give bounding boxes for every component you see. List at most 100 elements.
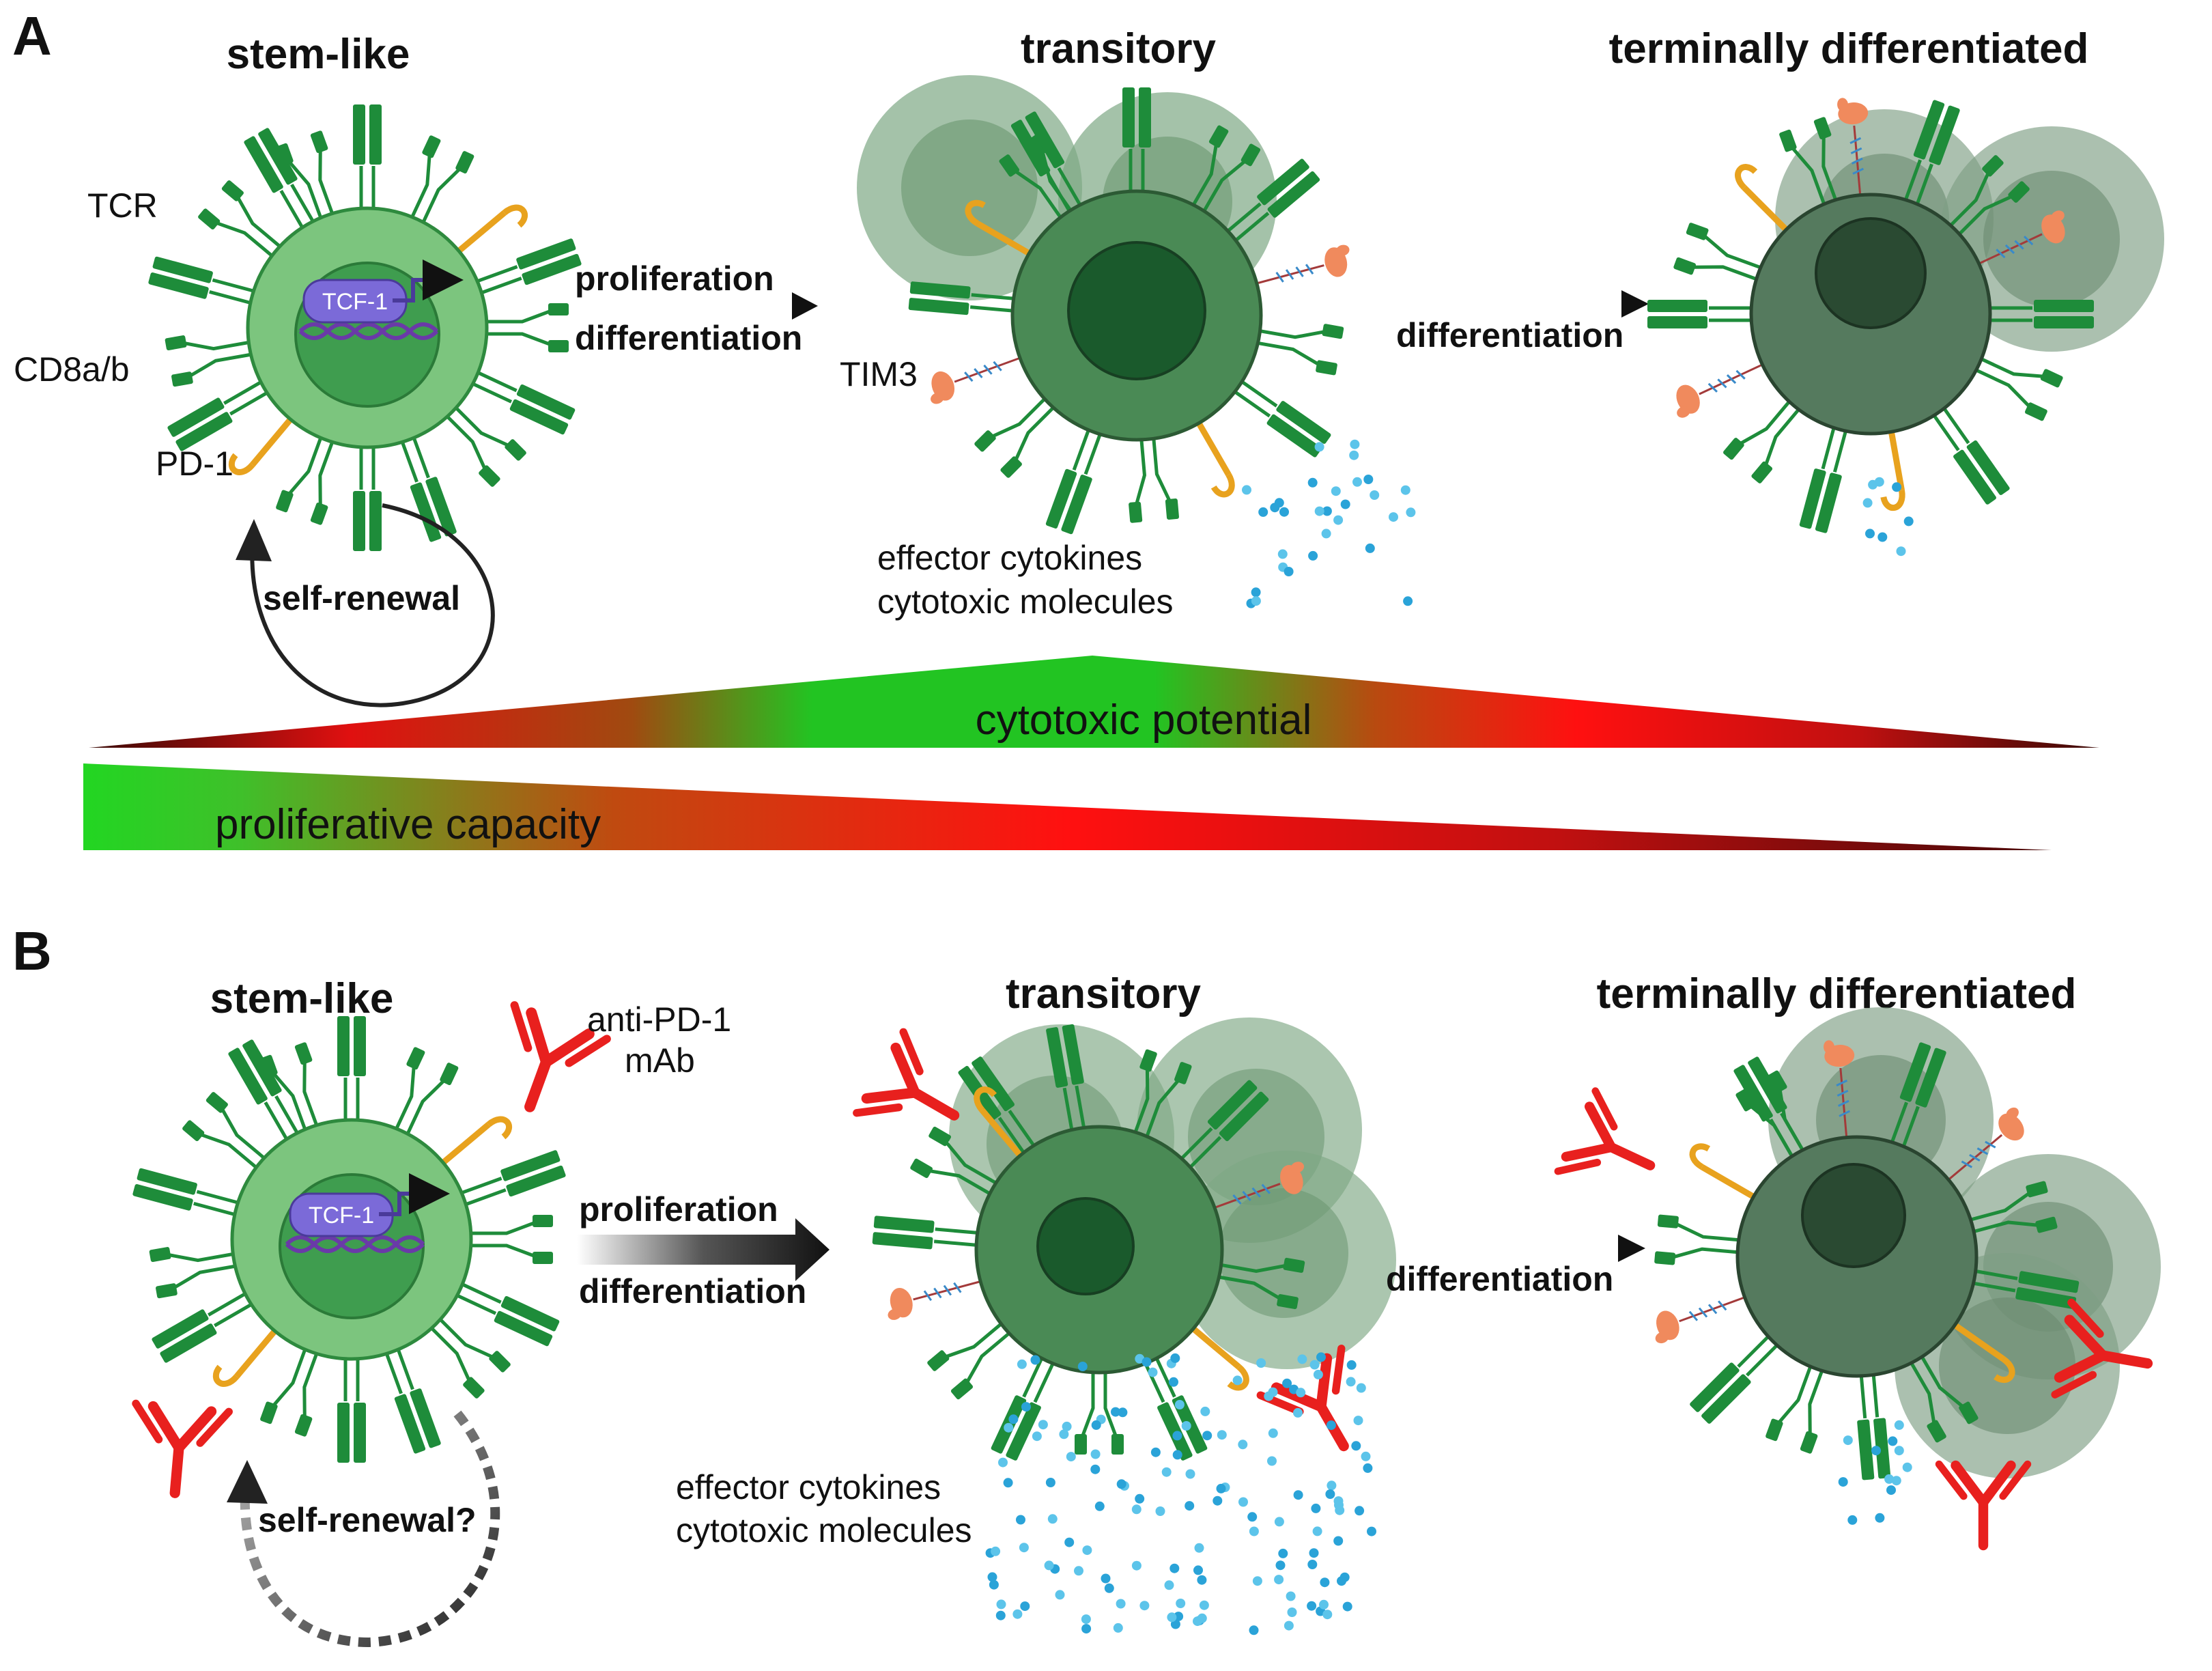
tcr-receptor-icon (353, 104, 382, 214)
dna-icon-b (285, 1235, 425, 1253)
cytokine-dot (1217, 1430, 1227, 1440)
terminal-cell-b (1646, 1007, 2161, 1480)
cytokine-dot (1314, 442, 1324, 452)
cytokine-dot (1249, 1526, 1259, 1536)
cytokine-dot (1353, 1416, 1363, 1426)
proliferative-capacity-wedge: proliferative capacity (83, 763, 2052, 850)
cytokine-dot (1284, 567, 1294, 576)
differentiation-label-b1: differentiation (579, 1272, 806, 1310)
cytokine-dot (1116, 1479, 1126, 1489)
cytokine-dot (1862, 498, 1873, 508)
tcr-label: TCR (87, 186, 158, 225)
cytokine-dot (1113, 1623, 1123, 1633)
cytokine-dot (1321, 529, 1331, 539)
cytokine-dot (1355, 1506, 1365, 1516)
cytokine-dot (1320, 1577, 1330, 1588)
cytokine-dot (1875, 1513, 1885, 1523)
cytokine-dot (1167, 1612, 1177, 1623)
cytokine-dot (1161, 1467, 1172, 1477)
cytokine-dot (1155, 1506, 1165, 1516)
cd8-receptor-icon (149, 1235, 244, 1299)
cytokine-dot (1251, 587, 1261, 598)
cytokine-dot (1340, 499, 1350, 509)
cytokine-dot (1258, 507, 1268, 517)
cytokine-dot (1238, 1440, 1248, 1450)
cytokine-dot (1251, 596, 1261, 606)
cytokine-dot (1319, 1599, 1329, 1610)
cytokine-dot (1884, 1474, 1895, 1484)
cytokine-dot (1081, 1614, 1091, 1625)
proliferation-arrowhead-a (792, 292, 818, 320)
cytokine-dot (1170, 1353, 1180, 1363)
cytokine-dot (1293, 1407, 1303, 1418)
self-renewal-label-a: self-renewal (263, 579, 460, 617)
dna-icon (298, 322, 439, 340)
cd8-receptor-icon (481, 303, 569, 352)
cytokine-dot (1101, 1573, 1111, 1584)
cytokine-dot (1185, 1469, 1195, 1479)
cytokine-dot (1871, 1446, 1881, 1456)
cytokine-dot (1337, 1576, 1346, 1586)
cytokine-dot (1164, 1580, 1174, 1590)
differentiation-arrowhead-a (1621, 290, 1649, 318)
cytokine-dot (998, 1457, 1008, 1468)
tcr-receptor-icon (337, 1016, 366, 1125)
cytokine-dot (1838, 1477, 1848, 1487)
cytokine-dot (1202, 1431, 1213, 1441)
cytokine-dot (1367, 1526, 1376, 1536)
self-renewal-arrowhead-b (227, 1460, 268, 1504)
cytokine-dot (1019, 1543, 1029, 1553)
cytokine-dot (1020, 1601, 1030, 1612)
cytokine-dot (1200, 1406, 1210, 1416)
cytokine-dot (1342, 1601, 1352, 1612)
proliferative-capacity-label: proliferative capacity (215, 801, 601, 848)
cytokine-dot (1169, 1377, 1178, 1387)
self-renewal-label-b: self-renewal? (258, 1501, 477, 1539)
tcr-receptor-icon (449, 1275, 561, 1347)
differentiation-label-b2: differentiation (1386, 1260, 1613, 1298)
cytokine-dot (1185, 1501, 1195, 1511)
cytokine-dot (1172, 1450, 1182, 1460)
antibody-icon-terminal-b1 (1558, 1091, 1669, 1206)
cytokine-dot (1256, 1358, 1266, 1368)
cytokine-dot (1045, 1478, 1055, 1487)
differentiation-label-a1: differentiation (575, 319, 802, 357)
cytokine-dot (1135, 1493, 1145, 1504)
cytokine-dot (1081, 1624, 1092, 1634)
cytokine-dot (1090, 1464, 1101, 1474)
transcription-arrow-icon-b (379, 1173, 450, 1216)
cytokine-dot (1356, 1383, 1366, 1393)
cytokine-dot (1351, 1441, 1361, 1451)
tcr-receptor-icon (1799, 421, 1855, 533)
cytokine-dot (1370, 490, 1380, 500)
cytokine-dot (1111, 1407, 1120, 1417)
cytokine-dot (1316, 1352, 1326, 1362)
cytokine-dot (1249, 1625, 1259, 1635)
cytokine-dot (1199, 1600, 1209, 1610)
cytokine-dot (1242, 485, 1251, 495)
cytokine-dot (1118, 1407, 1128, 1418)
cytokine-dots-b3 (1838, 1420, 1912, 1525)
tcr-receptor-icon (454, 1149, 567, 1213)
cytokine-dot (1174, 1400, 1185, 1409)
self-renewal-arrowhead-a (236, 519, 272, 561)
cytokine-dot (1307, 477, 1318, 488)
cytokine-dot (1352, 477, 1362, 487)
tim3-receptor-icon (921, 341, 1032, 407)
cytokine-dot (1311, 1503, 1321, 1513)
cytokine-dot (1331, 486, 1341, 496)
cytokine-dot (1169, 1563, 1180, 1573)
proliferation-arrow-b (577, 1218, 830, 1281)
cytokine-dot (1074, 1566, 1083, 1576)
cytokine-dot (1868, 479, 1878, 490)
cytokine-dot (1232, 1375, 1243, 1386)
cytokine-dot (995, 1610, 1006, 1620)
cytokine-dot (1346, 1360, 1357, 1370)
cytokine-dot (1278, 1548, 1288, 1558)
transitory-cell-a (857, 75, 1357, 535)
transitory-cell-b (872, 1017, 1396, 1461)
cytokine-dot (1296, 1388, 1306, 1398)
cytokine-dot (1139, 1601, 1150, 1611)
self-renewal-dashed-arrow-b (240, 1410, 500, 1648)
